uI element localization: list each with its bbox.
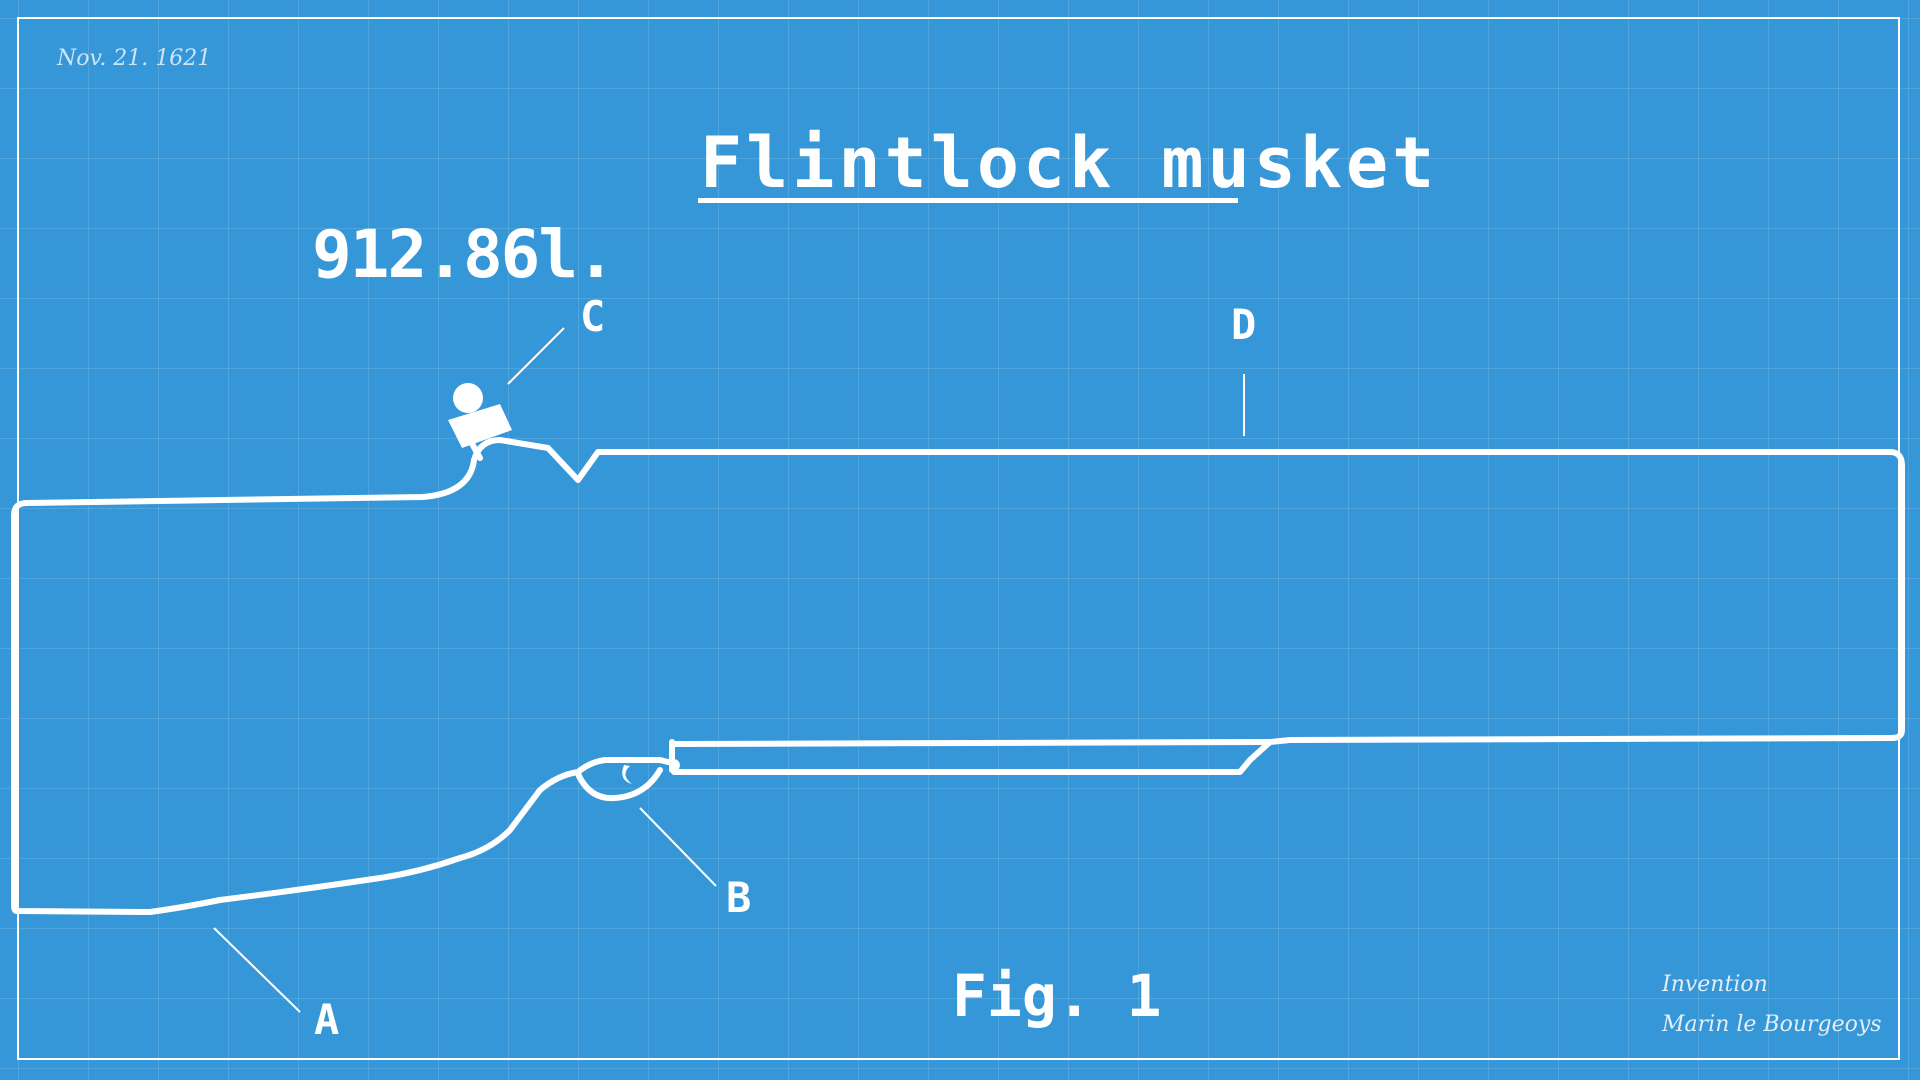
leader-line-a [213, 927, 301, 1013]
trigger-guard [575, 767, 663, 802]
leader-line-b [639, 807, 717, 887]
flint-cock [448, 383, 512, 448]
date-note: Nov. 21. 1621 [57, 46, 212, 71]
signature-line-2: Marin le Bourgeoys [1662, 1012, 1882, 1037]
leader-line-c [507, 327, 565, 385]
drawing-title: Flintlock musket [700, 122, 1439, 204]
title-underline [698, 198, 1238, 203]
signature-line-1: Invention [1662, 972, 1768, 997]
label-b: B [726, 873, 752, 922]
measurement-note: 912.86l. [312, 216, 616, 293]
ramrod-channel [669, 739, 1273, 773]
musket-outline [11, 437, 1905, 915]
figure-caption: Fig. 1 [952, 962, 1162, 1030]
label-c: C [580, 292, 606, 341]
trigger [622, 765, 632, 784]
label-a: A [314, 995, 340, 1044]
label-d: D [1231, 300, 1257, 349]
